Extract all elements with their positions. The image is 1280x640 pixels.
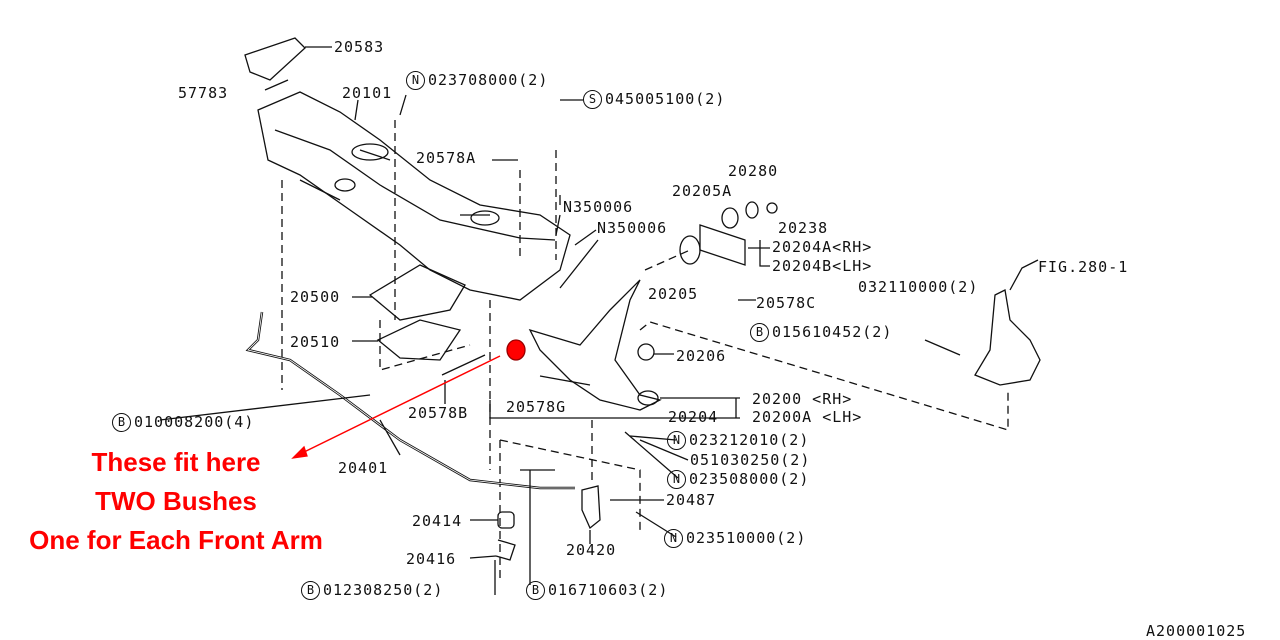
part-label: 20578A xyxy=(416,149,477,167)
part-label: 20401 xyxy=(338,459,389,477)
figure-reference: FIG.280-1 xyxy=(1038,258,1129,276)
part-label: 20280 xyxy=(728,162,779,180)
part-label: 20578B xyxy=(408,404,469,422)
plate-20510 xyxy=(376,319,462,361)
crossmember-detail xyxy=(274,129,556,241)
b-prefix-icon: B xyxy=(750,323,769,342)
part-number: 023212010(2) xyxy=(689,431,810,449)
part-label: 20510 xyxy=(290,333,341,351)
part-number: 012308250(2) xyxy=(323,581,444,599)
n-prefix-icon: N xyxy=(664,529,683,548)
link-20420 xyxy=(581,485,601,530)
part-number: 010008200(4) xyxy=(134,413,255,431)
annotation-line-1: These fit here xyxy=(91,447,261,477)
part-label: 20487 xyxy=(666,491,717,509)
b-prefix-icon: B xyxy=(301,581,320,600)
annotation-line-2: TWO Bushes xyxy=(95,486,257,516)
n-prefix-icon: N xyxy=(667,431,686,450)
part-label: N350006 xyxy=(597,219,668,237)
part-label: 57783 xyxy=(178,84,229,102)
part-number: 015610452(2) xyxy=(772,323,893,341)
bracket-20583 xyxy=(244,37,306,81)
part-label: 20578C xyxy=(756,294,817,312)
part-label: 20204B<LH> xyxy=(772,257,873,275)
b-prefix-icon: B xyxy=(112,413,131,432)
part-label: N350006 xyxy=(563,198,634,216)
annotation-line-3: One for Each Front Arm xyxy=(29,525,323,555)
steering-knuckle xyxy=(974,289,1041,386)
part-label: 20206 xyxy=(676,347,727,365)
part-number: 023510000(2) xyxy=(686,529,807,547)
n-prefix-icon: N xyxy=(667,470,686,489)
part-label: 20205 xyxy=(648,285,699,303)
part-label: 20578G xyxy=(506,398,567,416)
control-arm-20200 xyxy=(528,279,662,411)
part-number: 023708000(2) xyxy=(428,71,549,89)
b-prefix-icon: B xyxy=(526,581,545,600)
part-label: 20238 xyxy=(778,219,829,237)
n-prefix-icon: N xyxy=(406,71,425,90)
annotation-arrow xyxy=(297,355,501,456)
part-label: 20205A xyxy=(672,182,733,200)
bushing-bracket-20204 xyxy=(699,224,746,266)
crossmember-20101 xyxy=(257,91,571,301)
part-label: 051030250(2) xyxy=(690,451,811,469)
part-label: 20200 <RH> xyxy=(752,390,853,408)
part-number: 023508000(2) xyxy=(689,470,810,488)
part-label: 20416 xyxy=(406,550,457,568)
diagram-id: A200001025 xyxy=(1146,622,1247,640)
part-label: 20420 xyxy=(566,541,617,559)
plate-20500 xyxy=(368,264,466,321)
part-label: 20414 xyxy=(412,512,463,530)
part-label: 032110000(2) xyxy=(858,278,979,296)
part-label: 20583 xyxy=(334,38,385,56)
part-label: 20101 xyxy=(342,84,393,102)
clamp-20416 xyxy=(495,539,516,561)
highlighted-bushing xyxy=(506,339,526,361)
part-number: 016710603(2) xyxy=(548,581,669,599)
part-label: 20204 xyxy=(668,408,719,426)
s-prefix-icon: S xyxy=(583,90,602,109)
part-number: 045005100(2) xyxy=(605,90,726,108)
part-label: 20204A<RH> xyxy=(772,238,873,256)
part-label: 20200A <LH> xyxy=(752,408,863,426)
part-label: 20500 xyxy=(290,288,341,306)
